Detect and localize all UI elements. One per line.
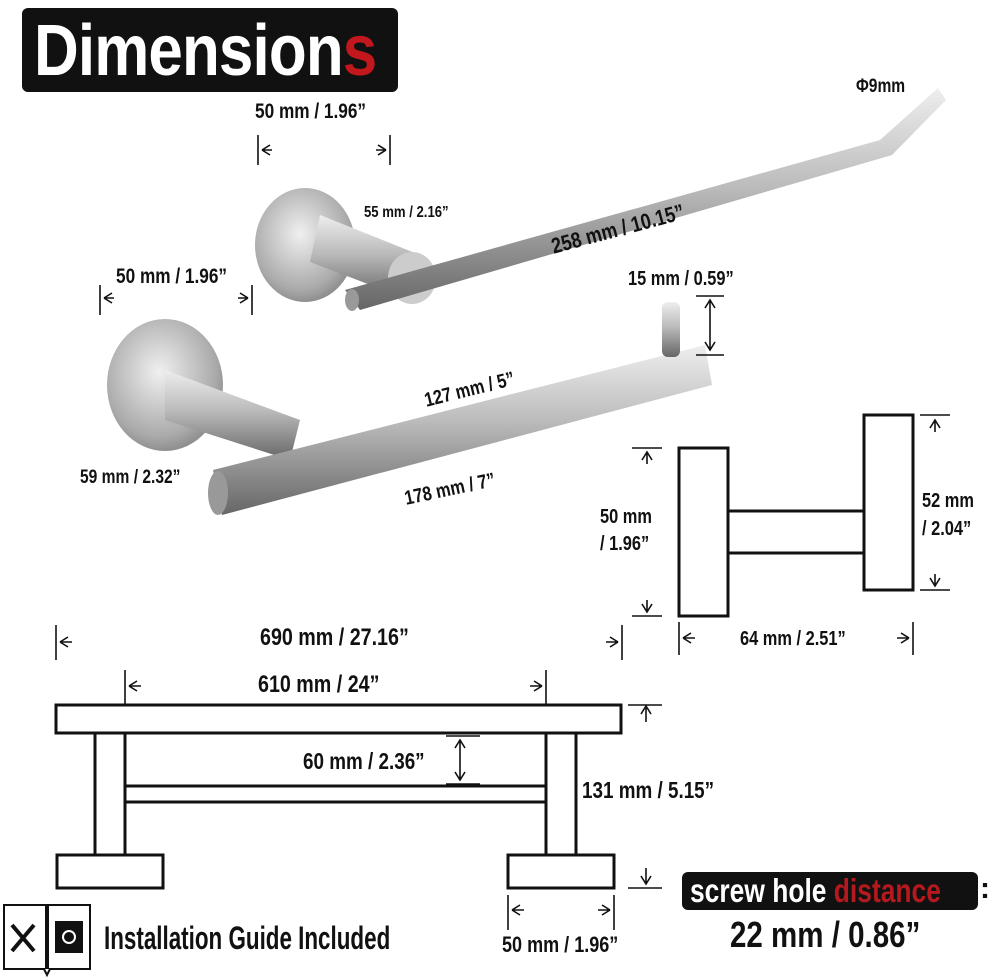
bar-height-label: 131 mm / 5.15” <box>582 777 715 803</box>
bar-inner-length-label: 610 mm / 24” <box>258 671 380 698</box>
screw-label-colon: : <box>980 872 990 905</box>
screw-label-main: screw hole <box>690 872 834 909</box>
dimension-lines <box>55 135 950 930</box>
title-accent: s <box>342 11 377 91</box>
side-view-drawing <box>677 413 915 618</box>
bottom-arm-length-label: 59 mm / 2.32” <box>80 467 181 488</box>
screw-distance-value: 22 mm / 0.86” <box>730 914 921 955</box>
tip-height-label: 15 mm / 0.59” <box>628 268 734 290</box>
bar-base-width-label: 50 mm / 1.96” <box>502 932 619 957</box>
side-right-height-line2: / 2.04” <box>922 518 972 540</box>
bar-gap-label: 60 mm / 2.36” <box>303 748 425 774</box>
top-holder-image <box>255 88 946 311</box>
top-base-width-label: 50 mm / 1.96” <box>255 100 367 123</box>
side-left-height-line1: 50 mm <box>600 506 652 528</box>
title-main: Dimension <box>34 11 344 91</box>
bottom-base-width-label: 50 mm / 1.96” <box>116 265 228 288</box>
bottom-holder-image <box>107 302 712 515</box>
bar-total-length-label: 690 mm / 27.16” <box>260 624 409 651</box>
side-left-height-line2: / 1.96” <box>600 533 650 555</box>
rod-diameter-label: Φ9mm <box>856 76 906 97</box>
towel-bar-drawing <box>54 703 623 890</box>
screw-hole-banner: screw hole distance <box>682 872 978 910</box>
title-text: Dimensions <box>34 10 377 92</box>
title-banner: Dimensions <box>22 8 398 92</box>
top-arm-length-label: 55 mm / 2.16” <box>364 204 449 221</box>
side-right-height-line1: 52 mm <box>922 490 974 512</box>
install-guide-label: Installation Guide Included <box>104 920 391 956</box>
screw-label-accent: distance <box>833 872 941 909</box>
side-depth-label: 64 mm / 2.51” <box>740 628 846 650</box>
